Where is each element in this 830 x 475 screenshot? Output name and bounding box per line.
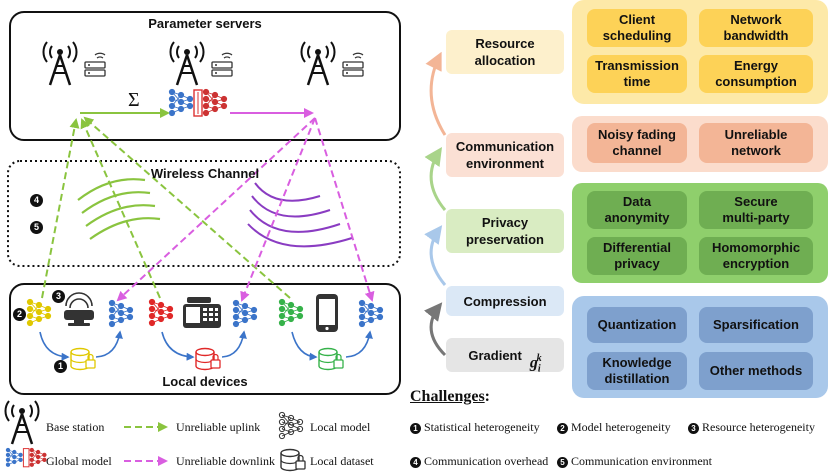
item-energy-consumption: Energy consumption bbox=[699, 55, 813, 93]
legend-local-model: Local model bbox=[310, 420, 371, 434]
item-sparsification: Sparsification bbox=[699, 307, 813, 343]
item-quantization: Quantization bbox=[587, 307, 687, 343]
gradient-symbol: gik bbox=[529, 352, 542, 375]
smartphone-icon bbox=[316, 294, 338, 332]
legend-global-model: Global model bbox=[46, 454, 112, 468]
step-gradient: Gradient gik bbox=[446, 338, 564, 374]
item-data-anonymity: Data anonymity bbox=[587, 191, 687, 229]
challenges-title: Challenges: bbox=[410, 388, 490, 405]
item-network-bandwidth: Network bandwidth bbox=[699, 9, 813, 47]
item-homomorphic-encryption: Homomorphic encryption bbox=[699, 237, 813, 275]
legend-base-station: Base station bbox=[46, 420, 105, 434]
legend-base-station-icon bbox=[4, 399, 40, 446]
marker-3: 3 bbox=[52, 290, 65, 303]
step-communication-environment: Communication environment bbox=[446, 133, 564, 177]
wireless-channel-label: Wireless Channel bbox=[150, 166, 260, 181]
item-secure-multi-party: Secure multi-party bbox=[699, 191, 813, 229]
item-unreliable-network: Unreliable network bbox=[699, 123, 813, 163]
parameter-servers-label: Parameter servers bbox=[148, 16, 262, 31]
item-client-scheduling: Client scheduling bbox=[587, 9, 687, 47]
legend-local-dataset: Local dataset bbox=[310, 454, 374, 468]
marker-5: 5 bbox=[30, 221, 43, 234]
parameter-servers-box bbox=[9, 11, 401, 141]
legend-local-model-icon bbox=[278, 411, 304, 440]
local-devices-box bbox=[9, 283, 401, 395]
pos-machine-icon bbox=[183, 297, 221, 328]
step-resource-allocation: Resource allocation bbox=[446, 30, 564, 74]
legend-downlink: Unreliable downlink bbox=[176, 454, 275, 468]
router-device-icon bbox=[64, 292, 94, 326]
sigma-symbol: Σ bbox=[128, 89, 140, 111]
item-other-methods: Other methods bbox=[699, 352, 813, 390]
global-model-icon bbox=[168, 88, 228, 117]
pipeline-arrows bbox=[423, 51, 447, 357]
legend-global-model-icon bbox=[5, 447, 47, 468]
marker-1: 1 bbox=[54, 360, 67, 373]
wireless-channel-box bbox=[7, 160, 401, 267]
item-differential-privacy: Differential privacy bbox=[587, 237, 687, 275]
step-privacy-preservation: Privacy preservation bbox=[446, 209, 564, 253]
marker-2: 2 bbox=[13, 308, 26, 321]
item-knowledge-distillation: Knowledge distillation bbox=[587, 352, 687, 390]
gradient-label: Gradient bbox=[468, 347, 522, 363]
item-transmission-time: Transmission time bbox=[587, 55, 687, 93]
legend-uplink: Unreliable uplink bbox=[176, 420, 261, 434]
marker-4: 4 bbox=[30, 194, 43, 207]
item-noisy-fading-channel: Noisy fading channel bbox=[587, 123, 687, 163]
downlink-arrows bbox=[116, 108, 375, 302]
legend-local-dataset-icon bbox=[280, 448, 306, 472]
local-devices-label: Local devices bbox=[162, 374, 248, 389]
step-compression: Compression bbox=[446, 286, 564, 316]
uplink-arrows bbox=[41, 116, 291, 299]
